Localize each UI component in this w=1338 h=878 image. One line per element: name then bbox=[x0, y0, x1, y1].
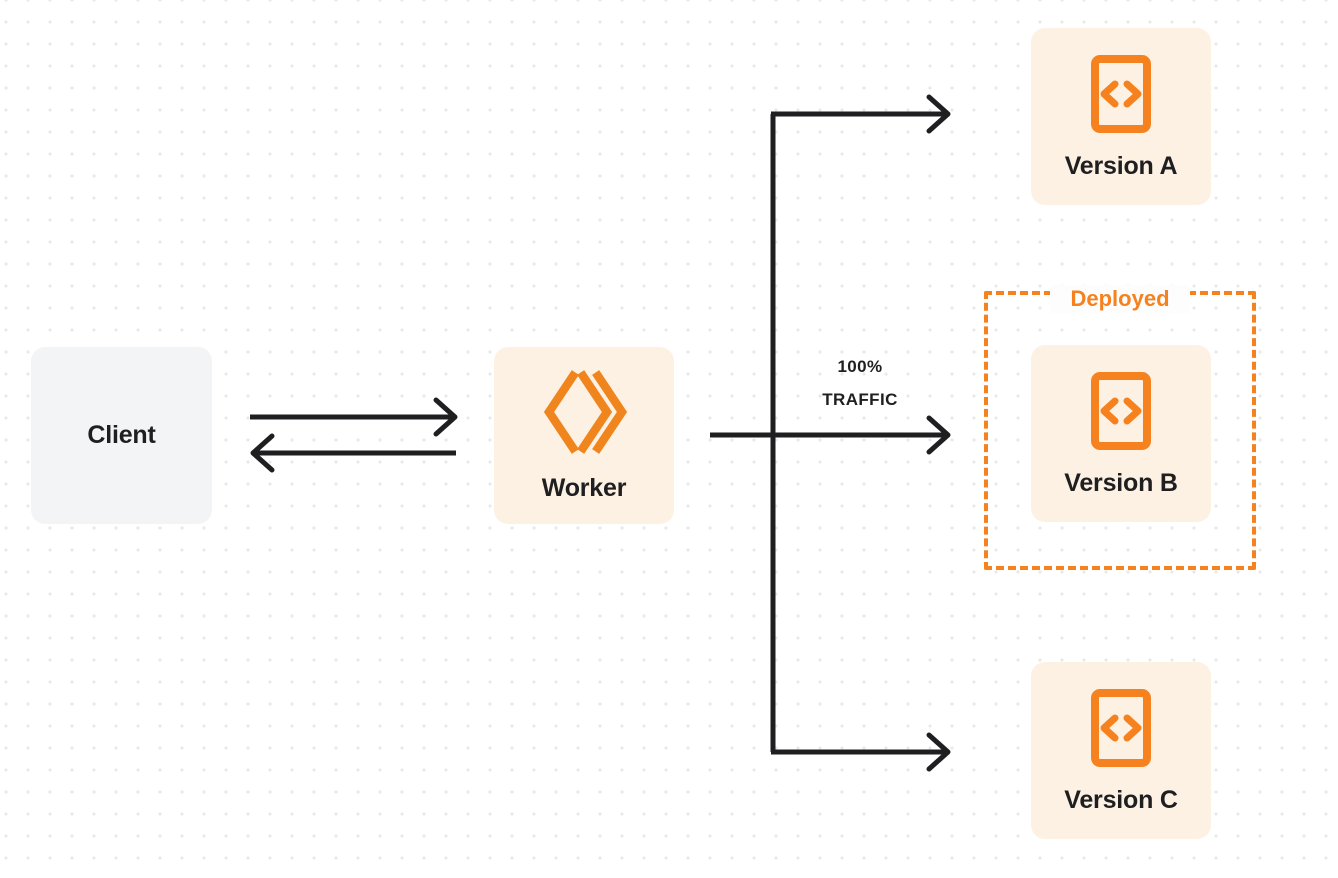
edge-trunk-to-version-b bbox=[926, 415, 951, 455]
code-document-icon bbox=[1090, 54, 1152, 134]
version-c-node[interactable]: Version C bbox=[1031, 662, 1211, 839]
version-b-node-label: Version B bbox=[1064, 469, 1178, 497]
worker-node[interactable]: Worker bbox=[494, 347, 674, 524]
edge-trunk-to-version-a bbox=[771, 94, 951, 134]
traffic-word: TRAFFIC bbox=[822, 390, 898, 410]
version-c-node-label: Version C bbox=[1064, 786, 1178, 814]
traffic-label: 100% TRAFFIC bbox=[790, 350, 930, 416]
deployed-group-label: Deployed bbox=[1050, 285, 1190, 314]
version-a-node[interactable]: Version A bbox=[1031, 28, 1211, 205]
edge-worker-to-client bbox=[250, 433, 456, 473]
traffic-percent: 100% bbox=[837, 357, 883, 376]
code-document-icon bbox=[1090, 371, 1152, 451]
version-b-node[interactable]: Version B bbox=[1031, 345, 1211, 522]
version-a-node-label: Version A bbox=[1064, 152, 1178, 180]
edge-client-to-worker bbox=[250, 397, 458, 437]
client-node[interactable]: Client bbox=[31, 347, 212, 524]
code-document-icon bbox=[1090, 688, 1152, 768]
cloudflare-workers-logo-icon bbox=[541, 370, 627, 454]
edge-trunk-to-version-c bbox=[771, 732, 951, 772]
client-node-label: Client bbox=[87, 421, 156, 449]
worker-node-label: Worker bbox=[541, 474, 627, 502]
